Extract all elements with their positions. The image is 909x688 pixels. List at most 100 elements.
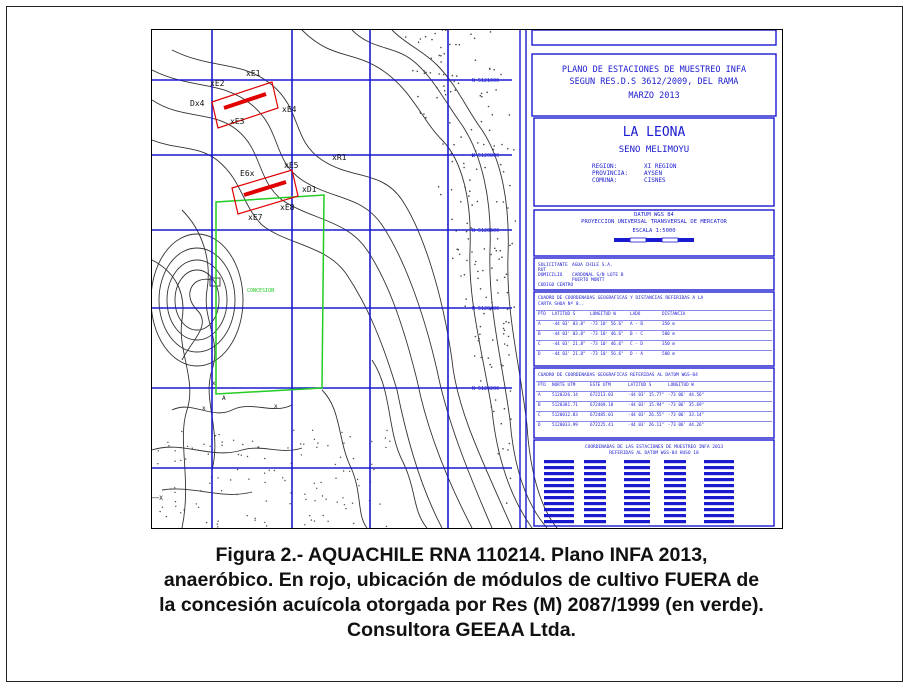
shore-dot (470, 128, 473, 131)
shore-dot (183, 509, 185, 511)
table-cell: -44 03' 03.0" (552, 331, 586, 337)
shore-dot (498, 258, 500, 260)
shore-dot (313, 520, 316, 522)
shore-dot (371, 463, 373, 465)
station-label: xE2 (210, 79, 225, 88)
shore-dot (455, 43, 457, 46)
station-cell-bar (664, 472, 686, 476)
shore-dot (435, 86, 438, 89)
map-grid (152, 30, 512, 528)
shore-dot (463, 273, 466, 276)
station-cell-bar (704, 520, 734, 524)
shore-dot (175, 505, 177, 507)
shore-dot (191, 447, 193, 449)
shore-dot (236, 493, 238, 496)
shore-dot (485, 296, 488, 299)
shore-dot (181, 430, 183, 433)
shore-dot (490, 406, 493, 408)
shore-dot (492, 339, 494, 341)
owner-value: AGUA CHILE S.A. (572, 262, 613, 268)
shore-dot (488, 129, 491, 132)
shore-dot (449, 43, 451, 46)
station-cell-bar (544, 520, 574, 524)
region-label: REGION: (592, 163, 617, 170)
shore-dot (174, 460, 176, 462)
station-cell-bar (704, 484, 734, 488)
shore-dot (310, 519, 313, 521)
shore-dot (373, 468, 375, 471)
shore-dot (451, 74, 454, 77)
shore-dot (419, 112, 422, 114)
shore-dot (479, 325, 482, 328)
shore-dot (480, 356, 483, 359)
shore-dot (477, 142, 479, 144)
shore-dot (423, 69, 425, 72)
northing-label: N 5120800 (472, 153, 499, 159)
shore-dot (385, 446, 387, 449)
shore-dot (316, 487, 318, 489)
shore-dot (496, 279, 499, 281)
station-label: xE1 (246, 69, 261, 78)
station-cell-bar (544, 514, 574, 518)
shore-dot (470, 227, 473, 229)
shore-dot (465, 230, 468, 233)
shore-dot (474, 150, 477, 152)
shore-dot (457, 82, 460, 85)
table-cell: -44 03' 15.77" (628, 392, 664, 398)
shore-dot (385, 525, 388, 528)
shore-dot (449, 90, 452, 93)
shore-dot (440, 55, 442, 57)
shore-dot (466, 259, 468, 262)
shore-dot (502, 364, 504, 367)
table-header-cell: DISTANCIA (662, 311, 686, 317)
shore-dot (508, 114, 511, 116)
shore-dot (475, 168, 478, 170)
shore-dot (502, 333, 505, 335)
shore-dot (417, 41, 420, 43)
shore-dot (509, 390, 512, 392)
shore-dot (257, 446, 259, 448)
shore-dot (451, 160, 454, 163)
table-cell: 5120012.83 (552, 412, 578, 418)
shore-dot (451, 218, 453, 221)
shore-dot (237, 453, 240, 456)
shore-dot (505, 502, 508, 504)
table-cell: -73 10' 56.6" (590, 321, 624, 327)
figure-caption: Figura 2.- AQUACHILE RNA 110214. Plano I… (37, 543, 886, 643)
shore-dot (384, 437, 387, 439)
shore-dot (507, 449, 509, 451)
shore-dot (474, 59, 477, 61)
table-header-cell: ESTE UTM (590, 382, 611, 388)
table-cell: -44 03' 15.94" (628, 402, 664, 408)
shore-dot (482, 269, 484, 272)
shore-dot (185, 458, 187, 460)
owner-label: SOLICITANTE (538, 262, 568, 268)
shore-dot (311, 429, 314, 431)
table-header-cell: PTO (538, 311, 546, 317)
shore-dot (353, 522, 355, 525)
shore-dot (463, 166, 465, 169)
title-block (519, 30, 777, 528)
station-table-title: COORDENADAS DE LAS ESTACIONES DE MUESTRE… (585, 444, 723, 450)
shore-dot (263, 472, 266, 474)
shore-dot (513, 149, 515, 151)
shore-dot (511, 242, 513, 245)
shore-dot (484, 166, 486, 169)
table-header-cell: LATITUD S (628, 382, 652, 388)
shore-dot (493, 410, 495, 413)
shore-dot (500, 73, 502, 76)
point-marker: x (202, 405, 206, 412)
datum-line: ESCALA 1:5000 (632, 228, 675, 234)
shore-dot (266, 525, 268, 527)
shore-dot (494, 247, 496, 250)
shore-dot (503, 276, 506, 279)
shore-dot (412, 69, 414, 72)
table-cell: 5120326.14 (552, 392, 578, 398)
shore-dot (404, 36, 407, 38)
shore-dot (305, 498, 307, 501)
shore-dot (460, 201, 462, 203)
owner-label: CODIGO CENTRO (538, 282, 574, 288)
point-marker: A (222, 395, 226, 402)
shore-dot (425, 116, 427, 119)
shore-dot (203, 443, 205, 445)
